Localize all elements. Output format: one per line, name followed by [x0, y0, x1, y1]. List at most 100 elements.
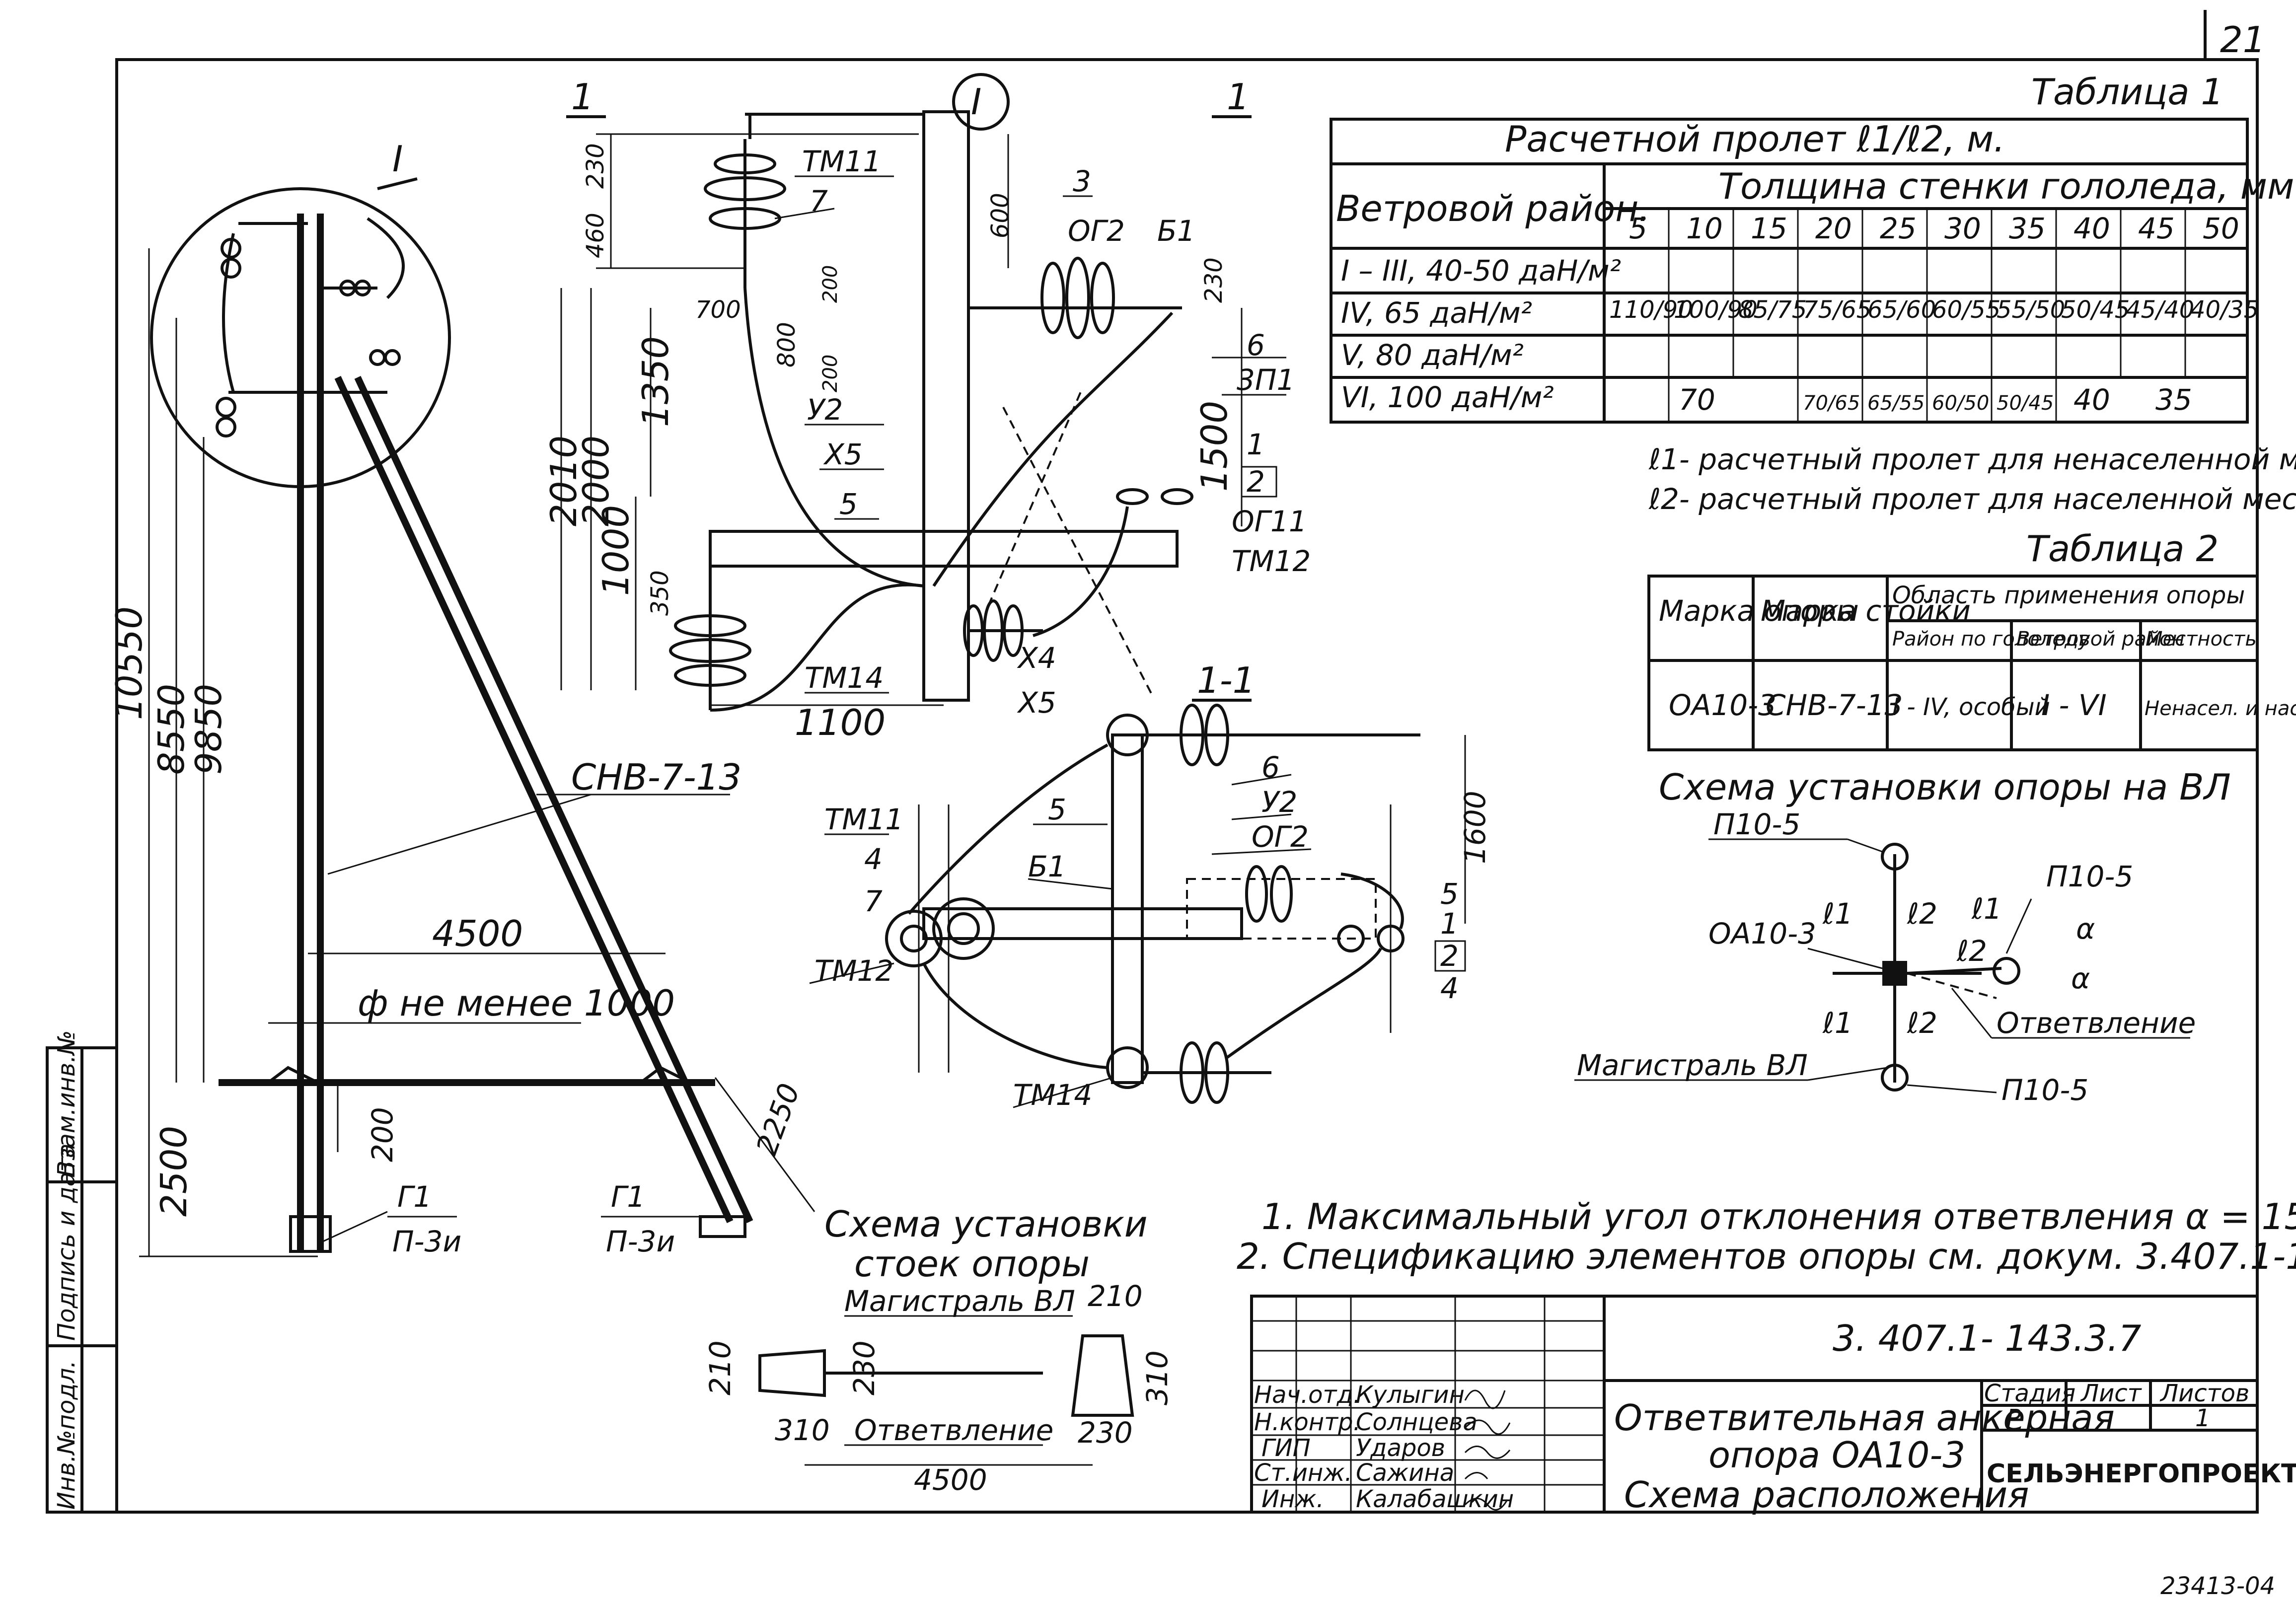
val-30: 60/55 [1932, 296, 2000, 324]
elevation-view: I 10550 8550 9850 4500 2500 200 [108, 138, 815, 1258]
sec-lbl-tm14: ТМ14 [1013, 1078, 1092, 1112]
last-35: 35 [2155, 383, 2192, 417]
sec-lbl-og2: ОГ2 [1252, 820, 1309, 854]
t2-row-opora: ОА10-3 [1669, 688, 1777, 722]
lbl-2: 2 [1247, 465, 1265, 499]
stage-v-3: 1 [2195, 1404, 2211, 1432]
note-1: 1. Максимальный угол отклонения ответвле… [1261, 1196, 2296, 1238]
t2-h-area: Область применения опоры [1892, 582, 2245, 609]
racks-lbl-branch: Ответвление [854, 1413, 1053, 1447]
sec-lbl-6: 6 [1261, 750, 1280, 784]
name-3: Ударов [1356, 1434, 1445, 1462]
dim-1350: 1350 [635, 336, 676, 427]
dim-200: 200 [366, 1107, 399, 1162]
section-title: 1-1 [1197, 659, 1256, 701]
t2-row-stoika: СНВ-7-13 [1766, 688, 1903, 722]
section-mark-right: 1 [1227, 76, 1250, 118]
vl-lbl-alpha-1: α [2076, 912, 2095, 946]
lbl-6: 6 [1247, 328, 1265, 362]
val-40: 50/45 [2061, 296, 2130, 324]
val-45: 45/40 [2126, 296, 2194, 324]
lbl-x4: Х4 [1017, 641, 1056, 675]
role-stinzh: Ст.инж. [1254, 1459, 1352, 1487]
racks-lbl-310-right: 310 [1140, 1350, 1174, 1405]
lbl-og2: ОГ2 [1068, 214, 1125, 248]
ice-col-40: 40 [2074, 212, 2110, 245]
wind-row-4: VI, 100 даН/м² [1341, 380, 1554, 414]
detail-view: 1 1 I [543, 73, 1311, 743]
t2-h-stoika: Марка стойки [1761, 594, 1971, 628]
role-nkontr: Н.контр. [1254, 1408, 1361, 1436]
detail-callout: I [971, 81, 981, 123]
stage-v-1: Р [2006, 1404, 2021, 1432]
lbl-tm12: ТМ12 [1232, 544, 1311, 578]
section-view: 1-1 1600 6 У2 [809, 659, 1492, 1112]
sec-lbl-4: 4 [864, 842, 883, 876]
last-70-65: 70/65 [1803, 392, 1860, 415]
detail-pole [922, 110, 970, 702]
title-line-2: опора ОА10-3 [1708, 1434, 1965, 1476]
sec-lbl-7: 7 [864, 884, 883, 918]
dim-700: 700 [695, 296, 741, 324]
lbl-3: 3 [1073, 164, 1091, 198]
table1-note2: ℓ2- расчетный пролет для населенной мест… [1648, 482, 2296, 516]
table1-row-header: Ветровой район. [1336, 188, 1650, 229]
ice-col-25: 25 [1880, 212, 1917, 245]
t2-h-opora: Марка опоры [1659, 594, 1859, 628]
org-name: СЕЛЬЭНЕРГОПРОЕКТ [1987, 1459, 2296, 1489]
t2-sh-local: Местность [2146, 628, 2257, 651]
lbl-5: 5 [839, 487, 858, 521]
last-60-50: 60/50 [1932, 392, 1989, 415]
dim-1600: 1600 [1458, 791, 1492, 864]
wind-row-3: V, 80 даН/м² [1341, 338, 1524, 372]
sec-lbl-tm11: ТМ11 [824, 802, 903, 836]
sec-lbl-u2: У2 [1261, 785, 1297, 819]
dim-230-top: 230 [582, 143, 609, 189]
t2-row-local: Ненасел. и населен. [2145, 697, 2296, 720]
table1-span: Расчетной пролет ℓ1/ℓ2, м. [1505, 118, 2005, 160]
vl-lbl-p10-top: П10-5 [1713, 807, 1800, 841]
dim-2250: 2250 [749, 1079, 806, 1160]
side-label-sign: Подпись и дата [53, 1143, 80, 1341]
racks-lbl-main: Магистраль ВЛ [844, 1284, 1075, 1318]
ice-col-50: 50 [2203, 212, 2239, 245]
side-label-inv: Инв.№подл. [53, 1360, 80, 1510]
ice-col-5: 5 [1629, 212, 1647, 245]
scheme-vl-title: Схема установки опоры на ВЛ [1659, 766, 2231, 808]
name-2: Солнцева [1356, 1408, 1478, 1436]
val-50: 40/35 [2190, 296, 2259, 324]
last-70: 70 [1679, 383, 1715, 417]
dim-1500: 1500 [1193, 401, 1235, 492]
sec-lbl-5-right: 5 [1440, 877, 1459, 911]
dim-230-right: 230 [1200, 257, 1228, 303]
vl-lbl-main: Магистраль ВЛ [1577, 1048, 1808, 1082]
wind-row-2: IV, 65 даН/м² [1341, 296, 1532, 330]
racks-title-1: Схема установки [824, 1203, 1148, 1245]
dim-460: 460 [582, 213, 609, 258]
vl-lbl-l2-bottom: ℓ2 [1907, 1006, 1937, 1040]
val-10: 100/90 [1674, 296, 1758, 324]
racks-lbl-4500: 4500 [914, 1463, 987, 1497]
section-beam [922, 907, 1243, 940]
bottom-stamp: 23413-04 [2160, 1572, 2275, 1600]
title-block: 3. 407.1- 143.3.7 Нач.отд. Н.контр. ГИП … [1250, 1295, 2296, 1516]
ice-col-35: 35 [2009, 212, 2046, 245]
lbl-3p1: 3П1 [1237, 363, 1295, 397]
wind-row-1: I – III, 40-50 даН/м² [1341, 254, 1621, 288]
table1-note1: ℓ1- расчетный пролет для ненаселенной ме… [1648, 442, 2296, 476]
lbl-x5-top: Х5 [823, 437, 863, 471]
t2-row-ice: I - IV, особый [1892, 693, 2050, 721]
val-25: 65/60 [1867, 296, 1936, 324]
doc-code: 3. 407.1- 143.3.7 [1833, 1317, 2142, 1359]
role-gip: ГИП [1261, 1434, 1311, 1462]
t2-sh-ice: Район по гололеду [1892, 628, 2091, 651]
sec-lbl-1: 1 [1440, 907, 1459, 941]
sec-lbl-4-right: 4 [1440, 971, 1459, 1005]
dim-9850: 9850 [188, 684, 229, 775]
foot-right-top: Г1 [611, 1180, 645, 1214]
lbl-tm11: ТМ11 [802, 145, 881, 178]
stage-h-3: Листов [2159, 1380, 2249, 1407]
t2-row-wind: I - VI [2041, 688, 2107, 722]
stage-h-2: Лист [2080, 1380, 2143, 1407]
